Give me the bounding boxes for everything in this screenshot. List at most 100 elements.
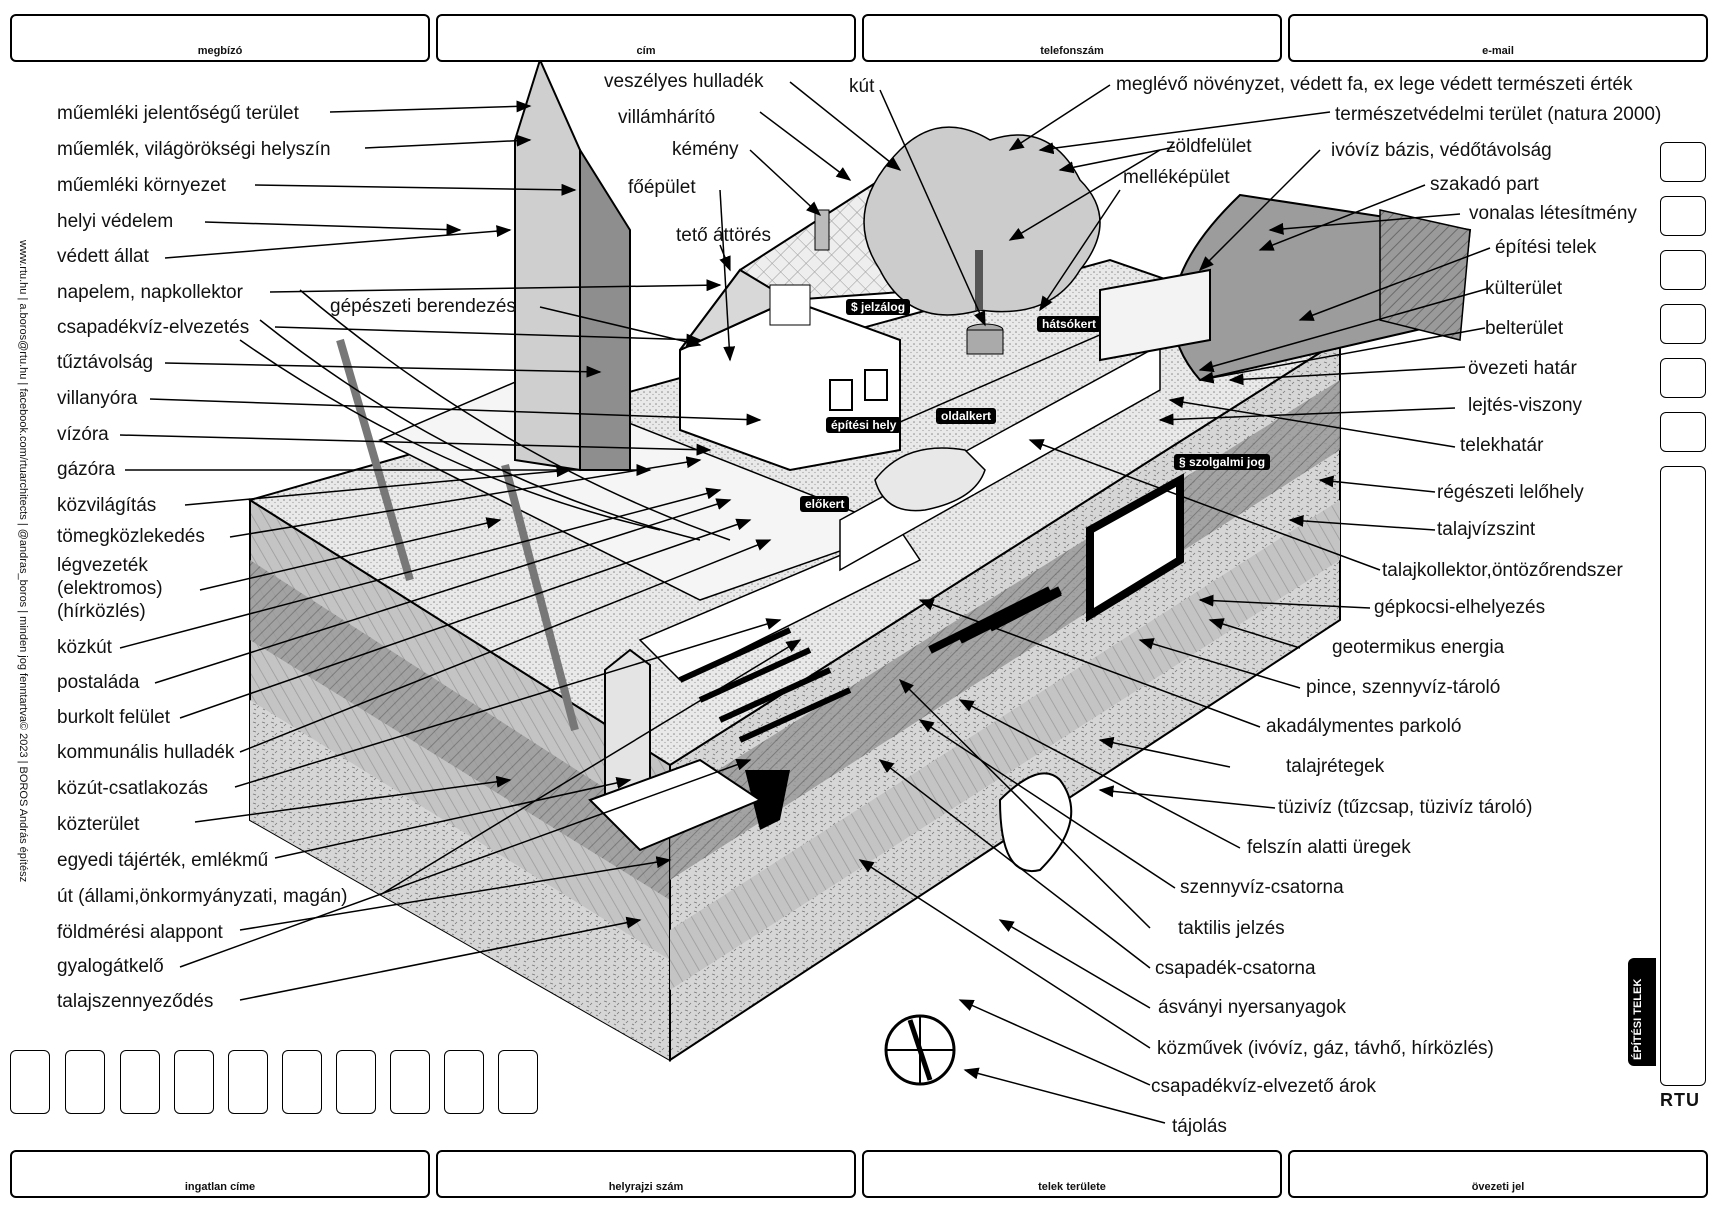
right-label: talajkollektor,öntözőrendszer bbox=[1382, 560, 1623, 581]
right-label: gépkocsi-elhelyezés bbox=[1374, 597, 1546, 618]
right-label: meglévő növényzet, védett fa, ex lege vé… bbox=[1116, 74, 1633, 95]
right-label: szakadó part bbox=[1430, 174, 1539, 195]
plot-area-field-label: telek területe bbox=[1038, 1181, 1106, 1193]
easement-tag-label: szolgalmi jog bbox=[1189, 455, 1266, 469]
right-label: régészeti lelőhely bbox=[1437, 482, 1584, 503]
right-label: csapadékvíz-elvezető árok bbox=[1151, 1076, 1376, 1097]
email-field[interactable]: e-mail bbox=[1288, 14, 1708, 62]
address-field-label: cím bbox=[636, 45, 656, 57]
side-box-2[interactable] bbox=[1660, 196, 1706, 236]
right-label: felszín alatti üregek bbox=[1247, 837, 1411, 858]
client-field-label: megbízó bbox=[197, 45, 243, 57]
checkbox-7[interactable] bbox=[336, 1050, 376, 1114]
checkbox-5[interactable] bbox=[228, 1050, 268, 1114]
right-label: közművek (ivóvíz, gáz, távhő, hírközlés) bbox=[1157, 1038, 1494, 1059]
left-label: műemléki jelentőségű terület bbox=[57, 103, 299, 124]
left-label: (elektromos) bbox=[57, 578, 163, 599]
checkbox-1[interactable] bbox=[10, 1050, 50, 1114]
side-box-3[interactable] bbox=[1660, 250, 1706, 290]
left-label: csapadékvíz-elvezetés bbox=[57, 317, 250, 338]
center-label: zöldfelület bbox=[1166, 136, 1252, 157]
right-label: akadálymentes parkoló bbox=[1266, 716, 1462, 737]
side-box-6[interactable] bbox=[1660, 412, 1706, 452]
left-label: védett állat bbox=[57, 246, 149, 267]
left-label: légvezeték bbox=[57, 555, 148, 576]
sideyard-tag: oldalkert bbox=[936, 408, 997, 424]
email-field-label: e-mail bbox=[1482, 45, 1514, 57]
left-label: postaláda bbox=[57, 672, 140, 693]
mortgage-tag: $ jelzálog bbox=[846, 299, 911, 315]
checkbox-4[interactable] bbox=[174, 1050, 214, 1114]
side-tab-label: ÉPÍTÉSI TELEK bbox=[1632, 978, 1644, 1060]
center-label: tető áttörés bbox=[676, 225, 772, 246]
left-label: közút-csatlakozás bbox=[57, 778, 209, 799]
dollar-icon: $ bbox=[851, 300, 858, 314]
right-label: természetvédelmi terület (natura 2000) bbox=[1335, 104, 1662, 125]
building-site-tag: építési hely bbox=[826, 417, 902, 433]
side-credit: www.rtu.hu | a.boros@rtu.hu | facebook.c… bbox=[17, 240, 29, 883]
plot-area-field[interactable]: telek területe bbox=[862, 1150, 1282, 1198]
right-label: tájolás bbox=[1172, 1116, 1227, 1137]
right-label: csapadék-csatorna bbox=[1155, 958, 1316, 979]
center-label: melléképület bbox=[1123, 167, 1230, 188]
left-label: vízóra bbox=[57, 424, 109, 445]
left-label: (hírközlés) bbox=[57, 601, 146, 622]
right-label: tüzivíz (tűzcsap, tüzivíz tároló) bbox=[1278, 797, 1533, 818]
left-label: gázóra bbox=[57, 459, 116, 480]
center-label: kémény bbox=[672, 139, 739, 160]
client-field[interactable]: megbízó bbox=[10, 14, 430, 62]
left-label: közvilágítás bbox=[57, 495, 157, 516]
parcel-number-field[interactable]: helyrajzi szám bbox=[436, 1150, 856, 1198]
frontyard-tag: előkert bbox=[800, 496, 850, 512]
left-label: burkolt felület bbox=[57, 707, 171, 728]
right-label: külterület bbox=[1485, 278, 1563, 299]
checkbox-6[interactable] bbox=[282, 1050, 322, 1114]
checkbox-8[interactable] bbox=[390, 1050, 430, 1114]
checkbox-3[interactable] bbox=[120, 1050, 160, 1114]
address-field[interactable]: cím bbox=[436, 14, 856, 62]
right-label: taktilis jelzés bbox=[1178, 918, 1285, 939]
left-label: napelem, napkollektor bbox=[57, 282, 243, 303]
center-label: villámhárító bbox=[618, 107, 716, 128]
side-box-5[interactable] bbox=[1660, 358, 1706, 398]
backyard-tag: hátsókert bbox=[1037, 316, 1102, 332]
right-label: talajvízszint bbox=[1437, 519, 1536, 540]
left-label: helyi védelem bbox=[57, 211, 174, 232]
right-label: belterület bbox=[1485, 318, 1564, 339]
section-icon: § bbox=[1179, 455, 1186, 469]
side-box-4[interactable] bbox=[1660, 304, 1706, 344]
parcel-number-field-label: helyrajzi szám bbox=[608, 1181, 684, 1193]
right-label: talajrétegek bbox=[1286, 756, 1385, 777]
center-label: gépészeti berendezés bbox=[330, 296, 516, 317]
right-label: pince, szennyvíz-tároló bbox=[1306, 677, 1501, 698]
left-label: közterület bbox=[57, 814, 140, 835]
left-label: műemléki környezet bbox=[57, 175, 226, 196]
left-label: egyedi tájérték, emlékmű bbox=[57, 850, 269, 871]
left-label: talajszennyeződés bbox=[57, 991, 214, 1012]
phone-field[interactable]: telefonszám bbox=[862, 14, 1282, 62]
right-label: telekhatár bbox=[1460, 435, 1544, 456]
right-label: építési telek bbox=[1495, 237, 1597, 258]
checkbox-10[interactable] bbox=[498, 1050, 538, 1114]
property-address-field-label: ingatlan címe bbox=[184, 1181, 256, 1193]
logo: RTU bbox=[1660, 1090, 1700, 1110]
side-box-1[interactable] bbox=[1660, 142, 1706, 182]
easement-tag: § szolgalmi jog bbox=[1174, 454, 1271, 470]
zoning-code-field-label: övezeti jel bbox=[1471, 1181, 1525, 1193]
right-label: szennyvíz-csatorna bbox=[1180, 877, 1344, 898]
right-label: ásványi nyersanyagok bbox=[1158, 997, 1346, 1018]
center-label: kút bbox=[849, 76, 875, 97]
center-label: veszélyes hulladék bbox=[604, 71, 764, 92]
zoning-code-field[interactable]: övezeti jel bbox=[1288, 1150, 1708, 1198]
side-notes-box[interactable] bbox=[1660, 466, 1706, 1086]
checkbox-9[interactable] bbox=[444, 1050, 484, 1114]
checkbox-2[interactable] bbox=[65, 1050, 105, 1114]
left-label: villanyóra bbox=[57, 388, 138, 409]
mortgage-tag-label: jelzálog bbox=[861, 300, 906, 314]
phone-field-label: telefonszám bbox=[1040, 45, 1104, 57]
center-label: főépület bbox=[628, 177, 696, 198]
left-label: tűztávolság bbox=[57, 352, 154, 373]
property-address-field[interactable]: ingatlan címe bbox=[10, 1150, 430, 1198]
left-label: műemlék, világörökségi helyszín bbox=[57, 139, 331, 160]
